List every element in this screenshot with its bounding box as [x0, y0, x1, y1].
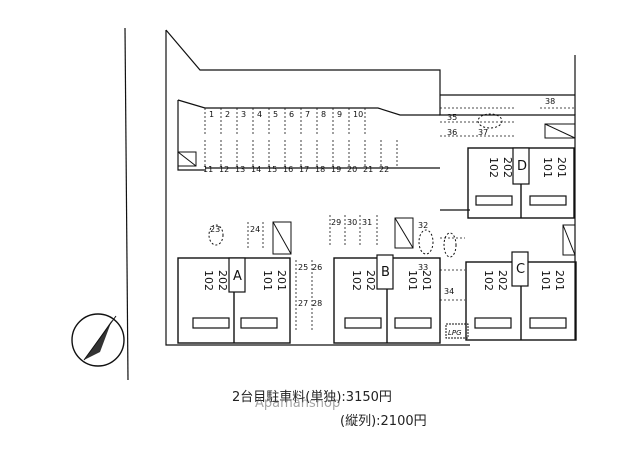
parking-space-number: 14	[251, 165, 261, 174]
parking-space-number: 25	[298, 263, 308, 272]
fee-line-2: (縦列):2100円	[340, 410, 427, 429]
site-boundary-left	[165, 30, 470, 346]
parking-space-number: 27	[298, 299, 308, 308]
parking-space-number: 32	[418, 221, 428, 230]
parking-space-number: 19	[331, 165, 341, 174]
building-label: C	[516, 262, 525, 277]
parking-space-number: 12	[219, 165, 229, 174]
unit-number: 201	[555, 157, 568, 178]
parking-space-number: 7	[305, 110, 310, 119]
parking-space-number: 6	[289, 110, 294, 119]
parking-space-number: 5	[273, 110, 278, 119]
fee-line-1-value: :3150円	[341, 390, 392, 405]
building-label: D	[517, 159, 527, 174]
parking-lot-outline	[177, 100, 205, 171]
unit-number: 201	[553, 270, 566, 291]
parking-space-number: 26	[312, 263, 322, 272]
unit-number: 102	[202, 270, 215, 291]
parking-space-number: 15	[267, 165, 277, 174]
parking-space-number: 22	[379, 165, 389, 174]
parking-space-number: 29	[331, 218, 341, 227]
parking-space-number: 36	[447, 128, 457, 137]
parking-space-number: 10	[353, 110, 363, 119]
parking-space-number: 24	[250, 225, 260, 234]
stall-lines	[204, 107, 575, 330]
unit-number: 202	[501, 157, 514, 178]
unit-number: 202	[364, 270, 377, 291]
parking-space-number: 34	[444, 287, 454, 296]
unit-number: 101	[539, 270, 552, 291]
site-boundary-top	[165, 29, 576, 340]
unit-number: 101	[541, 157, 554, 178]
parking-space-number: 2	[225, 110, 230, 119]
parking-space-number: 38	[545, 97, 555, 106]
parking-space-number: 13	[235, 165, 245, 174]
parking-space-number: 3	[241, 110, 246, 119]
lpg-label: LPG	[448, 329, 462, 337]
parking-space-number: 1	[209, 110, 214, 119]
watermark: Apamanshop	[255, 396, 341, 411]
building-label-boxes	[228, 147, 530, 293]
unit-number: 101	[406, 270, 419, 291]
fee-line-2-value: :2100円	[376, 414, 427, 429]
fee-line-1-label: 2台目駐車料(単独)	[232, 390, 342, 405]
parking-space-number: 18	[315, 165, 325, 174]
building-label: B	[381, 265, 390, 280]
parking-space-number: 16	[283, 165, 293, 174]
parking-space-number: 30	[347, 218, 357, 227]
unit-number: 102	[487, 157, 500, 178]
unit-number: 201	[275, 270, 288, 291]
unit-number: 202	[216, 270, 229, 291]
unit-number: 102	[350, 270, 363, 291]
building-balconies	[192, 195, 567, 329]
parking-space-number: 35	[447, 113, 457, 122]
parking-space-number: 20	[347, 165, 357, 174]
unit-number: 201	[420, 270, 433, 291]
compass-icon	[71, 313, 125, 367]
fee-line-2-label: (縦列)	[340, 414, 377, 429]
parking-space-number: 8	[321, 110, 326, 119]
parking-space-number: 33	[418, 263, 428, 272]
parking-space-number: 31	[362, 218, 372, 227]
parking-space-number: 17	[299, 165, 309, 174]
unit-number: 102	[482, 270, 495, 291]
parking-space-number: 4	[257, 110, 262, 119]
parking-space-number: 23	[210, 225, 220, 234]
tree-marks	[208, 113, 503, 258]
unit-number: 202	[496, 270, 509, 291]
fee-line-1: 2台目駐車料(単独):3150円	[232, 386, 392, 405]
parking-lot-top-edge	[177, 99, 440, 116]
storage-boxes	[177, 123, 576, 256]
parking-space-number: 21	[363, 165, 373, 174]
lpg-box	[445, 323, 469, 339]
parking-space-number: 9	[337, 110, 342, 119]
road-edge-line	[124, 27, 129, 381]
parking-space-number: 37	[478, 128, 488, 137]
parking-space-number: 11	[203, 165, 213, 174]
unit-number: 101	[261, 270, 274, 291]
parking-space-number: 28	[312, 299, 322, 308]
building-label: A	[233, 269, 242, 284]
